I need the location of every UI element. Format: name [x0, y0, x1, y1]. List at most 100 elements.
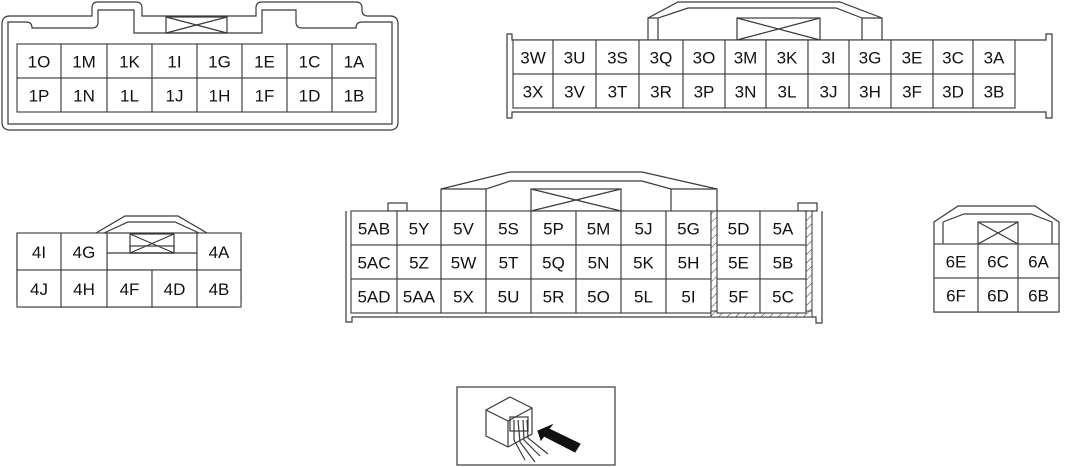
pin-label-1c: 1C [299, 53, 321, 72]
pin-label-5j: 5J [635, 220, 653, 239]
pin-cell [440, 278, 487, 314]
pin-label-3x: 3X [523, 83, 544, 102]
pin-label-3i: 3I [821, 49, 835, 68]
pin-label-5f: 5F [729, 288, 749, 307]
pin-label-1l: 1L [120, 87, 139, 106]
pin-label-5i: 5I [681, 288, 695, 307]
pin-cell [16, 77, 62, 113]
pin-label-4a: 4A [209, 243, 230, 262]
pin-cell [759, 210, 807, 246]
pin-cell [595, 39, 640, 75]
pin-label-5e: 5E [728, 254, 749, 273]
pin-label-5l: 5L [634, 288, 653, 307]
pin-cell [638, 39, 684, 75]
pin-cell [665, 244, 712, 280]
pin-label-3u: 3U [564, 49, 586, 68]
pin-label-4j: 4J [30, 280, 48, 299]
pin-label-6f: 6F [946, 287, 966, 306]
pin-cell [440, 210, 487, 246]
pin-label-3a: 3A [984, 49, 1005, 68]
pin-cell [60, 269, 108, 308]
pin-cell [350, 278, 398, 314]
pin-label-5w: 5W [451, 254, 477, 273]
pin-cell [932, 73, 974, 109]
pin-label-3r: 3R [650, 83, 672, 102]
pin-label-4d: 4D [164, 280, 186, 299]
pin-cell [552, 39, 597, 75]
pin-label-5b: 5B [773, 254, 794, 273]
pin-label-3f: 3F [902, 83, 922, 102]
pin-label-3w: 3W [520, 49, 546, 68]
pin-label-5q: 5Q [542, 254, 565, 273]
pin-cell [106, 269, 153, 308]
pin-cell [485, 278, 532, 314]
pin-label-1g: 1G [208, 53, 231, 72]
pin-cell [530, 278, 577, 314]
pin-label-1o: 1O [28, 53, 51, 72]
pin-cell [151, 269, 198, 308]
empty-cavity [106, 232, 198, 271]
pin-cell [241, 77, 288, 113]
pin-cell [807, 73, 850, 109]
pin-cell [1017, 243, 1060, 279]
pin-label-3v: 3V [564, 83, 585, 102]
pin-cell [932, 39, 974, 75]
pin-cell [575, 244, 622, 280]
pin-label-5k: 5K [633, 254, 654, 273]
pin-label-3s: 3S [607, 49, 628, 68]
pin-cell [1017, 277, 1060, 313]
pin-label-5m: 5M [587, 220, 611, 239]
pin-cell [765, 39, 809, 75]
pin-label-4g: 4G [73, 243, 96, 262]
pin-label-1e: 1E [254, 53, 275, 72]
pin-label-5v: 5V [453, 220, 474, 239]
pin-cell [396, 210, 442, 246]
pin-cell [620, 278, 667, 314]
pin-label-6e: 6E [946, 253, 967, 272]
pin-cell [716, 210, 761, 246]
pin-label-5ad: 5AD [357, 288, 390, 307]
pin-label-5h: 5H [678, 254, 700, 273]
pin-label-6c: 6C [987, 253, 1009, 272]
pin-label-1i: 1I [167, 53, 181, 72]
pin-label-1n: 1N [73, 87, 95, 106]
pin-cell [977, 243, 1019, 279]
pin-label-5ab: 5AB [358, 220, 390, 239]
pin-label-3t: 3T [608, 83, 628, 102]
pin-cell [759, 278, 807, 314]
pin-label-5ac: 5AC [357, 254, 390, 273]
pin-label-3o: 3O [693, 49, 716, 68]
pin-cell [16, 232, 62, 271]
pin-label-5u: 5U [498, 288, 520, 307]
pin-label-5s: 5S [498, 220, 519, 239]
pin-label-6d: 6D [987, 287, 1009, 306]
pin-cell [552, 73, 597, 109]
pin-cell [60, 77, 108, 113]
pin-cell [972, 39, 1016, 75]
pin-cell [724, 73, 767, 109]
pin-label-1j: 1J [166, 87, 184, 106]
pin-label-5o: 5O [587, 288, 610, 307]
pin-cell [638, 73, 684, 109]
pin-cell [485, 210, 532, 246]
pin-label-1p: 1P [29, 87, 50, 106]
pin-label-1f: 1F [255, 87, 275, 106]
pin-label-5p: 5P [543, 220, 564, 239]
pin-cell [512, 39, 554, 75]
pin-label-1d: 1D [299, 87, 321, 106]
pin-label-3j: 3J [820, 83, 838, 102]
pin-cell [151, 77, 198, 113]
pin-label-4i: 4I [32, 243, 46, 262]
pin-label-4b: 4B [209, 280, 230, 299]
pin-cell [196, 269, 242, 308]
connector-1-housing [1, 1, 399, 131]
pin-label-5t: 5T [499, 254, 519, 273]
pin-label-4f: 4F [120, 280, 140, 299]
pin-label-3c: 3C [942, 49, 964, 68]
pin-label-5aa: 5AA [403, 288, 436, 307]
pin-label-3p: 3P [694, 83, 715, 102]
